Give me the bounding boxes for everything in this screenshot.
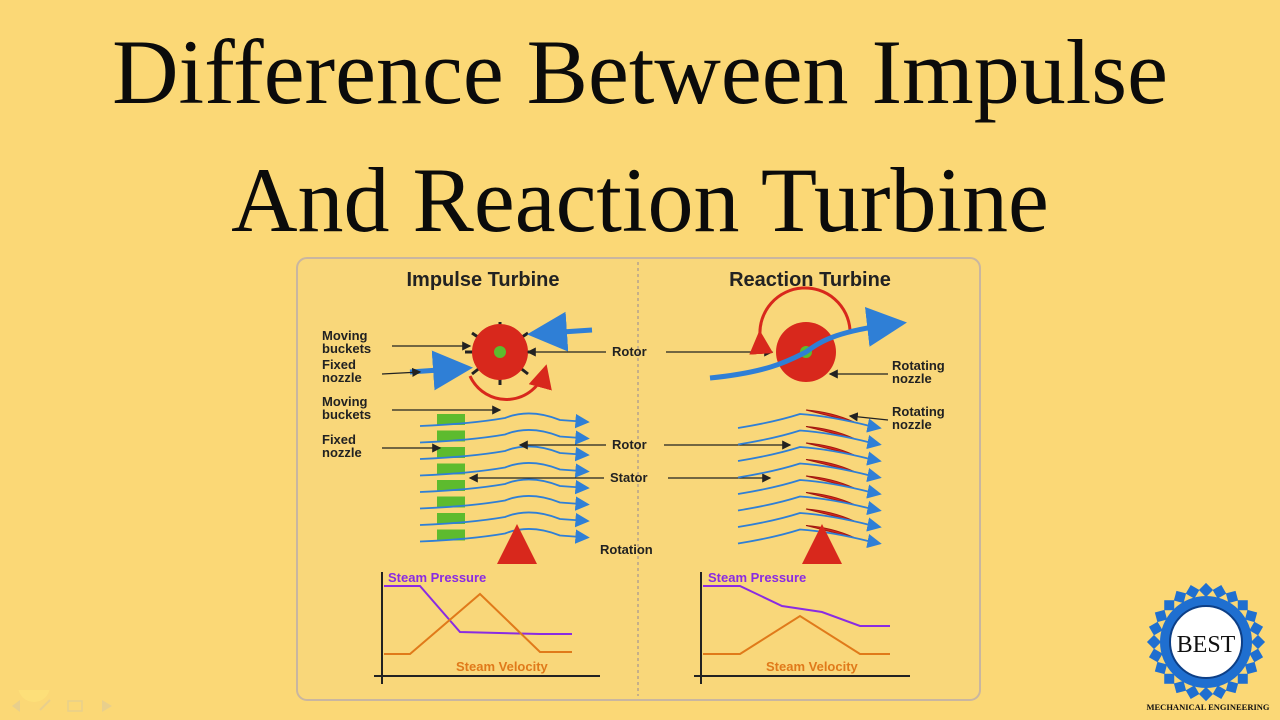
gear-tooth xyxy=(1237,600,1248,611)
gear-tooth xyxy=(1173,590,1187,604)
label-rotating-nozzle-top-2: nozzle xyxy=(892,371,932,386)
label-rotation: Rotation xyxy=(600,542,653,557)
gear-tooth xyxy=(1212,584,1227,599)
gear-tooth xyxy=(1250,634,1266,650)
label-rotating-nozzle-top-1: Rotating xyxy=(892,358,945,373)
gear-tooth xyxy=(1185,584,1200,599)
label-stator: Stator xyxy=(610,470,648,485)
label-fixed-nozzle-top-2: nozzle xyxy=(322,370,362,385)
gear-tooth xyxy=(1244,661,1258,675)
previous-icon[interactable] xyxy=(12,700,20,712)
reaction-pressure-label: Steam Pressure xyxy=(708,570,806,585)
impulse-rotor xyxy=(409,311,593,401)
impulse-heading: Impulse Turbine xyxy=(407,269,560,291)
gear-tooth xyxy=(1148,621,1163,636)
steam-flow-line xyxy=(419,478,590,495)
steam-flow-line xyxy=(419,511,590,528)
gear-tooth xyxy=(1146,634,1162,650)
gear-tooth xyxy=(1198,686,1214,702)
label-moving-buckets-top-1: Moving xyxy=(322,328,368,343)
gear-tooth xyxy=(1249,648,1264,663)
reaction-rotor xyxy=(709,286,907,382)
gear-tooth xyxy=(1225,590,1239,604)
label-fixed-nozzle-top-1: Fixed xyxy=(322,357,356,372)
steam-flow-line xyxy=(737,528,882,549)
label-moving-buckets-2: buckets xyxy=(322,407,371,422)
fixed-nozzle-blade xyxy=(437,447,465,458)
gear-tooth xyxy=(1164,673,1175,684)
steam-flow-line xyxy=(737,446,882,466)
label-rotor-top: Rotor xyxy=(612,344,647,359)
fixed-nozzle-blade xyxy=(437,414,465,425)
logo-text: BEST xyxy=(1177,632,1236,658)
gear-tooth xyxy=(1154,661,1168,675)
gear-tooth xyxy=(1173,680,1187,694)
gear-tooth xyxy=(1244,609,1258,623)
gear-icon xyxy=(1146,582,1266,702)
steam-flow-line xyxy=(419,412,590,429)
steam-flow-line xyxy=(737,413,882,433)
steam-flow-line xyxy=(419,495,590,511)
steam-flow-line xyxy=(419,462,590,478)
steam-flow-line xyxy=(737,429,882,450)
title-line-1: Difference Between Impulse xyxy=(112,21,1168,123)
label-fixed-nozzle-1: Fixed xyxy=(322,432,356,447)
steam-flow-line xyxy=(737,495,882,516)
label-rotor: Rotor xyxy=(612,437,647,452)
gear-tooth xyxy=(1148,648,1163,663)
gear-tooth xyxy=(1249,621,1264,636)
gear-tooth xyxy=(1154,609,1168,623)
steam-flow-line xyxy=(419,429,590,445)
label-moving-buckets-top-2: buckets xyxy=(322,341,371,356)
gear-tooth xyxy=(1225,680,1239,694)
steam-flow-line xyxy=(737,462,882,483)
gear-tooth xyxy=(1185,685,1200,700)
impulse-pressure-label: Steam Pressure xyxy=(388,570,486,585)
label-fixed-nozzle-2: nozzle xyxy=(322,445,362,460)
reaction-velocity-label: Steam Velocity xyxy=(766,659,859,674)
fixed-nozzle-blade xyxy=(437,480,465,491)
reaction-graph xyxy=(694,572,910,684)
gear-tooth xyxy=(1212,685,1227,700)
reaction-heading: Reaction Turbine xyxy=(729,269,891,291)
fixed-nozzle-blade xyxy=(437,496,465,508)
fixed-nozzle-blade xyxy=(437,513,465,524)
fixed-nozzle-blade xyxy=(437,430,465,442)
impulse-velocity-label: Steam Velocity xyxy=(456,659,549,674)
impulse-graph xyxy=(374,572,600,684)
steam-flow-line xyxy=(419,445,590,462)
label-rotating-nozzle-2: nozzle xyxy=(892,417,932,432)
label-moving-buckets-1: Moving xyxy=(322,394,368,409)
next-icon[interactable] xyxy=(102,700,112,712)
steam-flow-line xyxy=(737,512,882,532)
fixed-nozzle-blade xyxy=(437,529,465,541)
steam-flow-line xyxy=(737,479,882,499)
pen-icon[interactable] xyxy=(39,699,51,711)
gear-tooth xyxy=(1164,600,1175,611)
gear-tooth xyxy=(1237,673,1248,684)
slideshow-toolbar[interactable] xyxy=(6,690,126,716)
label-rotating-nozzle-1: Rotating xyxy=(892,404,945,419)
fixed-nozzle-blade xyxy=(437,463,465,475)
impulse-blade-cascade xyxy=(419,412,590,544)
gear-tooth xyxy=(1198,582,1214,598)
menu-icon[interactable] xyxy=(67,700,83,712)
best-logo: BEST MECHANICAL ENGINEERING xyxy=(1146,582,1270,712)
logo-subtitle: MECHANICAL ENGINEERING xyxy=(1146,702,1269,712)
title-line-2: And Reaction Turbine xyxy=(231,149,1049,251)
